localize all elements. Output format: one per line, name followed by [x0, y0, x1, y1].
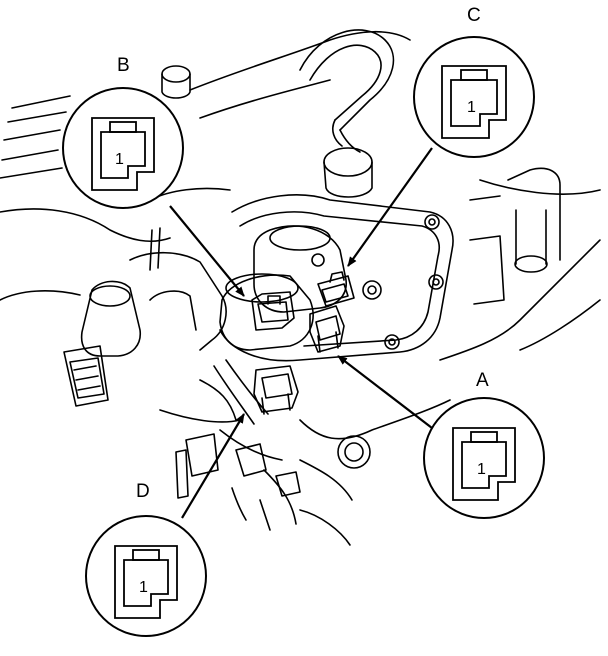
- leader-arrow-c: [347, 147, 433, 267]
- transmission-housing-drawing: [0, 29, 601, 546]
- callout-b: 1: [62, 87, 184, 209]
- leader-arrows: [169, 147, 433, 519]
- leader-arrow-d: [181, 413, 245, 519]
- connector-face-c: [441, 65, 507, 139]
- pin-number-b: 1: [115, 151, 124, 168]
- callout-label-a: A: [476, 370, 489, 391]
- connector-face-b: [91, 117, 155, 191]
- leader-arrow-a: [337, 355, 433, 429]
- callout-label-d: D: [136, 481, 150, 502]
- callout-label-c: C: [467, 5, 481, 26]
- callout-a: 1: [423, 397, 545, 519]
- pin-number-d: 1: [139, 579, 148, 596]
- callout-c: 1: [413, 36, 535, 158]
- pin-number-c: 1: [467, 99, 476, 116]
- callout-label-b: B: [117, 55, 130, 76]
- connector-face-a: [452, 427, 516, 501]
- pin-number-a: 1: [477, 461, 486, 478]
- leader-arrow-b: [169, 205, 245, 297]
- connector-face-d: [114, 545, 178, 619]
- callout-d: 1: [85, 515, 207, 637]
